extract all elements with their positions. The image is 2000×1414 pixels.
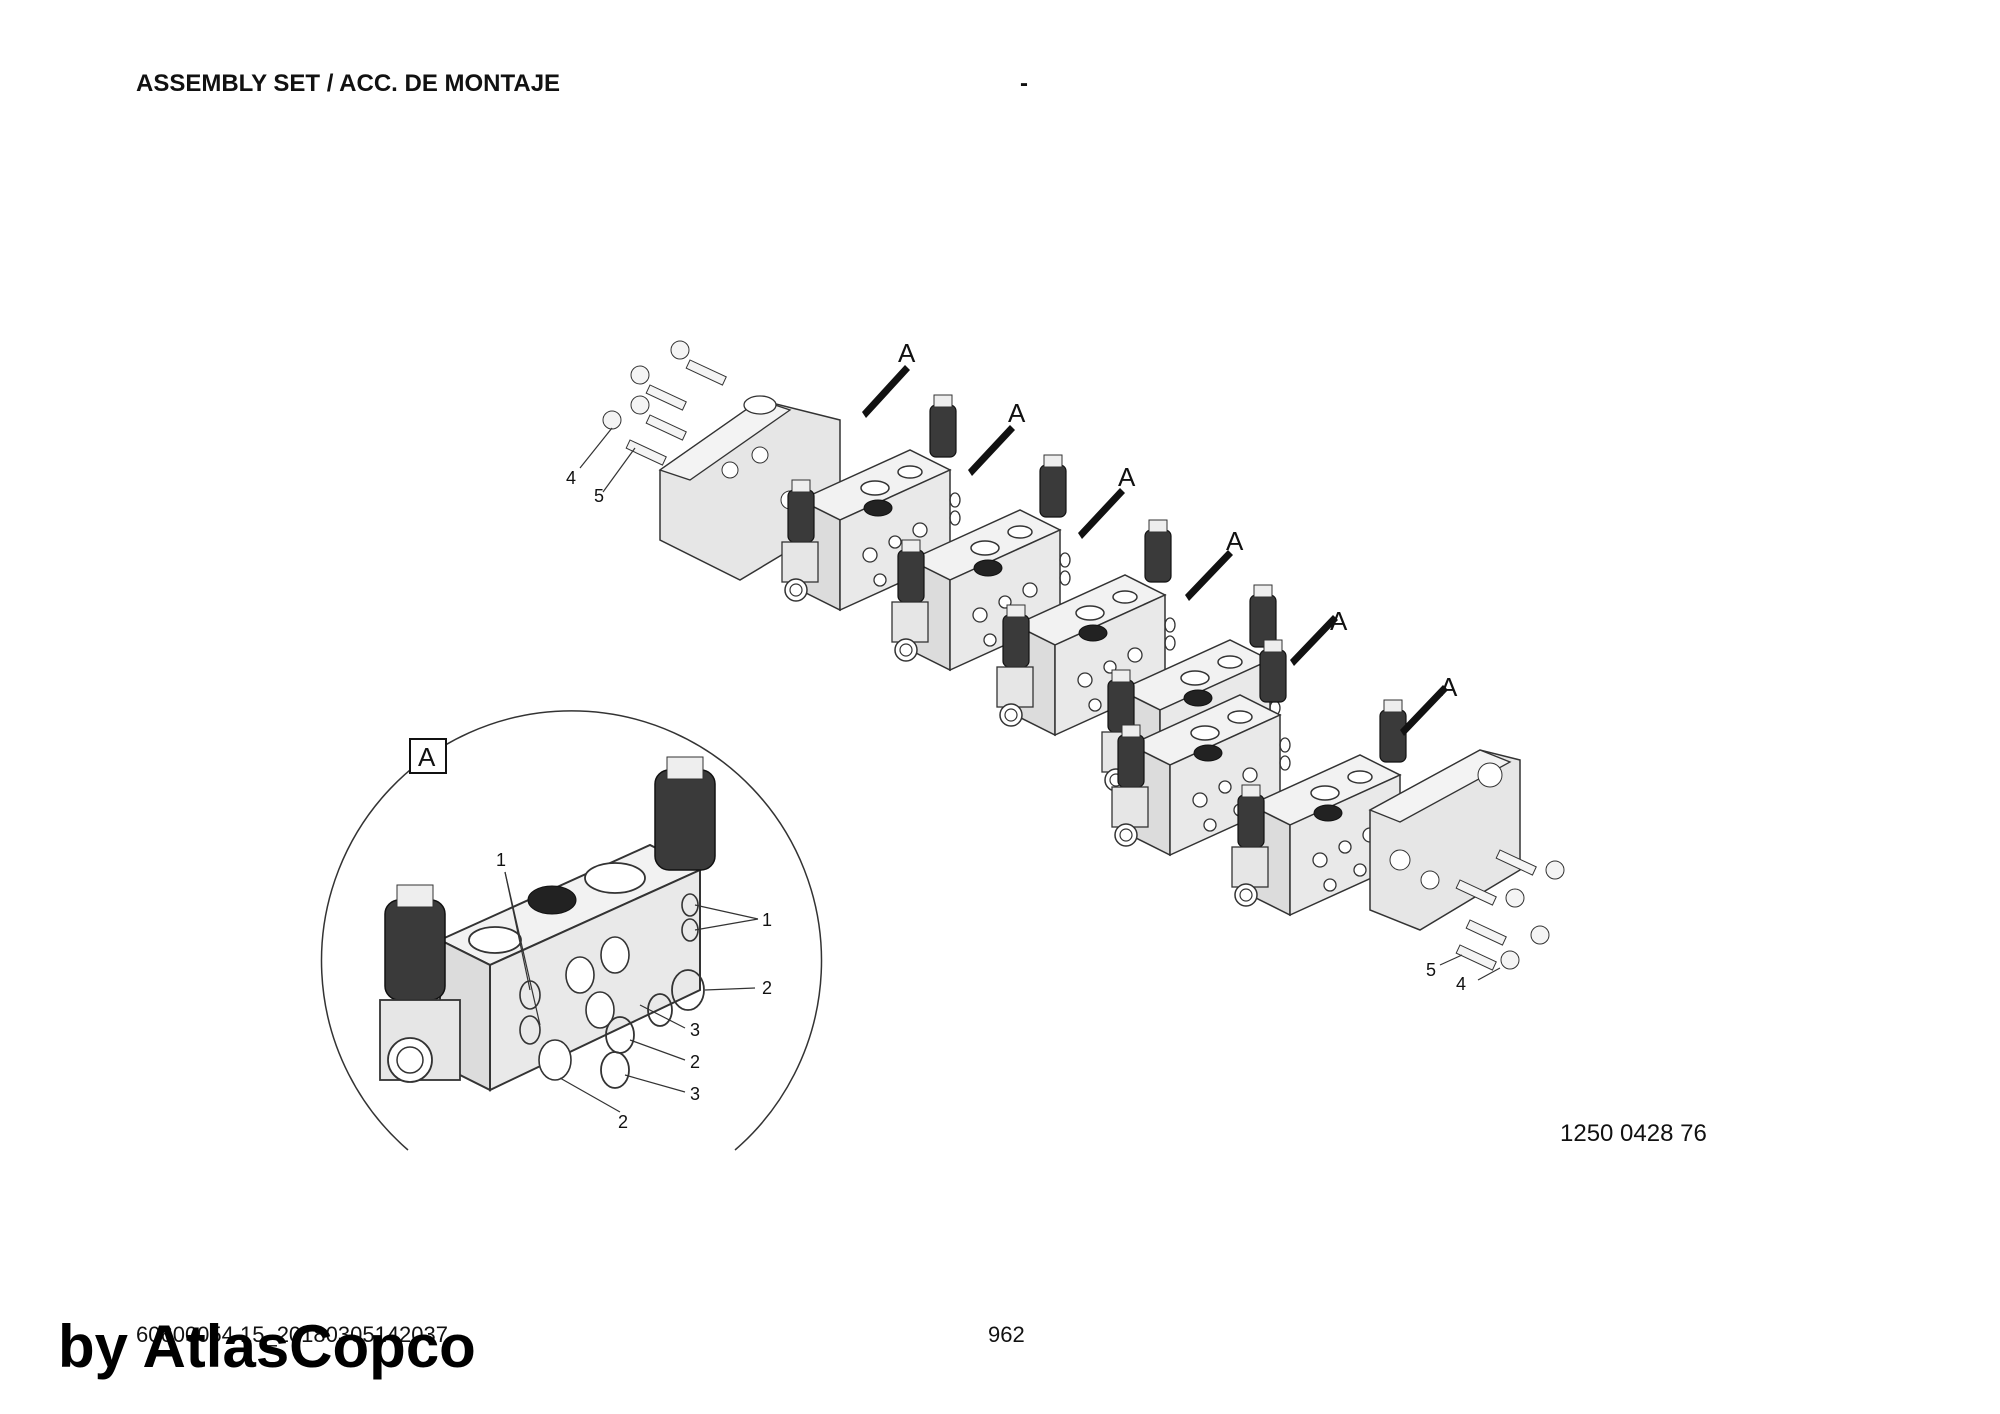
detail-view-a: A 1 (320, 710, 823, 1151)
stud-bolts-left (602, 340, 727, 466)
footer-code: 60600054 15_20180305142037 (136, 1322, 448, 1347)
detail-callout: 2 (690, 1052, 700, 1072)
section-marker-labels: A A A A A A (898, 338, 1458, 702)
watermark: by AtlasCopco (58, 1313, 476, 1380)
detail-callout: 1 (762, 910, 772, 930)
detail-tag: A (418, 742, 436, 772)
detail-callout: 3 (690, 1084, 700, 1104)
detail-callout: 2 (762, 978, 772, 998)
section-marker-wedges (862, 365, 1448, 736)
stud-bolts-right (1455, 849, 1565, 971)
marker-label: A (1118, 462, 1136, 492)
part-number: 1250 0428 76 (1560, 1120, 1707, 1147)
detail-callout: 1 (496, 850, 506, 870)
callout-left-4: 4 (566, 468, 576, 488)
callout-right-4: 4 (1456, 974, 1466, 994)
marker-label: A (898, 338, 916, 368)
header-dash: - (1020, 70, 1028, 97)
detail-callout: 3 (690, 1020, 700, 1040)
detail-tag-box (409, 738, 447, 774)
detail-callout: 2 (618, 1112, 628, 1132)
marker-label: A (1440, 672, 1458, 702)
callout-left-5: 5 (594, 486, 604, 506)
callout-right-5: 5 (1426, 960, 1436, 980)
marker-label: A (1008, 398, 1026, 428)
marker-label: A (1226, 526, 1244, 556)
page-title: ASSEMBLY SET / ACC. DE MONTAJE (136, 70, 561, 97)
marker-label: A (1330, 606, 1348, 636)
right-end-plate (1368, 749, 1565, 981)
page-number: 962 (988, 1322, 1025, 1347)
